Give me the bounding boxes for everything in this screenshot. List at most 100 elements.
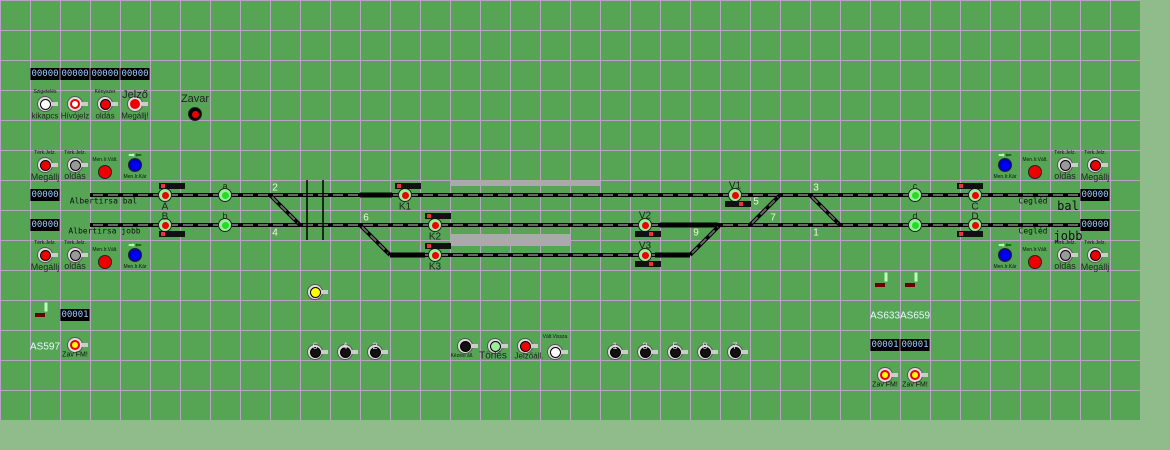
route-button-6-lamp [309,346,321,358]
crossing-alarm-button[interactable] [67,337,88,353]
signal-K1[interactable] [398,188,412,202]
right-bottom-map-release-button-lamp [1059,249,1071,261]
signal-set-button-lamp [519,340,531,352]
route-button-4[interactable] [337,344,358,360]
route-button-7[interactable] [727,344,748,360]
route-button-1[interactable] [607,344,628,360]
right-top-map-stop-button-lamp [1089,159,1101,171]
switch-number-2[interactable]: 2 [272,182,278,194]
switch-number-9[interactable]: 9 [693,227,699,239]
switch-number-3[interactable]: 3 [813,182,819,194]
barrier-arm-icon [44,302,48,312]
right-bottom-map-release-button[interactable] [1057,247,1078,263]
left-bottom-track-label: Albertirsa jobb [68,226,141,236]
right-top-men-valt-label: Men.Ir.Vált. [1022,157,1048,163]
left-top-track-counter: 00000 [30,189,60,201]
platform-1 [450,180,600,186]
signal-label-V2: V2 [638,210,652,222]
left-top-terk-jelz2-label: Térk.Jelz. [64,150,86,156]
left-bottom-direction-arrows-icon: ➡⬅ [128,240,142,250]
left-bottom-route-cancel-button[interactable] [128,248,142,262]
signal-stop-button[interactable] [127,96,148,112]
left-bottom-map-release-button-lamp [69,249,81,261]
left-bottom-route-switch-indicator[interactable] [98,255,112,269]
left-bottom-map-stop-button[interactable] [37,247,58,263]
level-crossing-signal [307,284,328,300]
route-button-9[interactable] [697,344,718,360]
isolation-off-top-label: Szigetelés [33,89,57,95]
left-top-map-release-button[interactable] [67,157,88,173]
switch-return-button[interactable] [547,344,568,360]
switch-blade-dash [751,196,779,224]
left-top-route-cancel-button[interactable] [128,158,142,172]
crossing-alarm-button-lamp [70,340,80,350]
left-bottom-oldas-label: oldás [64,261,86,271]
isolation-off-button[interactable] [37,96,58,112]
route-button-3[interactable] [637,344,658,360]
switch-blade-dash [811,196,839,224]
switch-number-5[interactable]: 5 [753,196,759,208]
signal-D[interactable] [968,218,982,232]
route-button-2[interactable] [367,344,388,360]
crossing-alarm-label: Zav FM! [902,381,928,389]
right-bottom-men-valt-label: Men.Ir.Vált. [1022,247,1048,253]
counter-2: 00000 [90,68,120,80]
right-bottom-route-switch-indicator[interactable] [1028,255,1042,269]
left-top-route-switch-indicator[interactable] [98,165,112,179]
signal-lamp [641,221,649,229]
signal-set-button[interactable] [517,338,538,354]
clear-button[interactable] [487,338,508,354]
switch-blade-dash [361,226,389,254]
signal-b[interactable] [218,218,232,232]
signal-a[interactable] [218,188,232,202]
signal-C[interactable] [968,188,982,202]
forced-release-label: oldás [95,111,115,121]
route-button-label: 5 [672,341,678,351]
switch-number-1[interactable]: 1 [813,227,819,239]
barrier-indicator-0 [35,313,45,317]
signal-K2[interactable] [428,218,442,232]
right-top-route-cancel-button[interactable] [998,158,1012,172]
signal-K3[interactable] [428,248,442,262]
right-bottom-terk-jelz-label: Térk.Jelz. [1084,240,1106,246]
signal-V3[interactable] [638,248,652,262]
switch-number-6[interactable]: 6 [363,212,369,224]
crossing-alarm-button[interactable] [907,367,928,383]
jelzoall-label: Jelzőáll. [514,351,544,361]
signal-lamp [641,251,649,259]
right-bottom-map-stop-button[interactable] [1087,247,1108,263]
switch-number-7[interactable]: 7 [770,212,776,224]
signal-d[interactable] [908,218,922,232]
route-button-label: 1 [612,341,618,351]
signal-A[interactable] [158,188,172,202]
left-top-map-stop-button-lamp [39,159,51,171]
route-button-5[interactable] [667,344,688,360]
left-bottom-track-counter: 00000 [30,219,60,231]
right-top-station: Cegléd [1018,196,1048,206]
left-bottom-map-stop-button-lamp [39,249,51,261]
forced-release-top-label: Kényszer [94,89,116,95]
crossing-counter: 00001 [870,339,900,351]
manual-control-button[interactable] [457,338,478,354]
signal-c[interactable] [908,188,922,202]
right-bottom-men-kar-label: Men.Ir.Kár [993,264,1017,270]
signal-label-D: D [971,211,979,223]
right-top-map-release-button[interactable] [1057,157,1078,173]
call-signal-button[interactable] [67,96,88,112]
right-top-route-switch-indicator[interactable] [1028,165,1042,179]
forced-release-button[interactable] [97,96,118,112]
counter-0: 00000 [30,68,60,80]
crossing-alarm-button[interactable] [877,367,898,383]
crossing-alarm-button-lamp [910,370,920,380]
switch-number-4[interactable]: 4 [272,227,278,239]
left-bottom-map-release-button[interactable] [67,247,88,263]
left-top-map-stop-button[interactable] [37,157,58,173]
counter-3: 00000 [120,68,150,80]
route-button-6[interactable] [307,344,328,360]
right-bottom-map-stop-button-lamp [1089,249,1101,261]
crossing-name: AS633 [869,310,901,322]
right-bottom-route-cancel-button[interactable] [998,248,1012,262]
right-top-map-stop-button[interactable] [1087,157,1108,173]
signal-lamp [431,221,439,229]
signal-lamp [911,191,919,199]
